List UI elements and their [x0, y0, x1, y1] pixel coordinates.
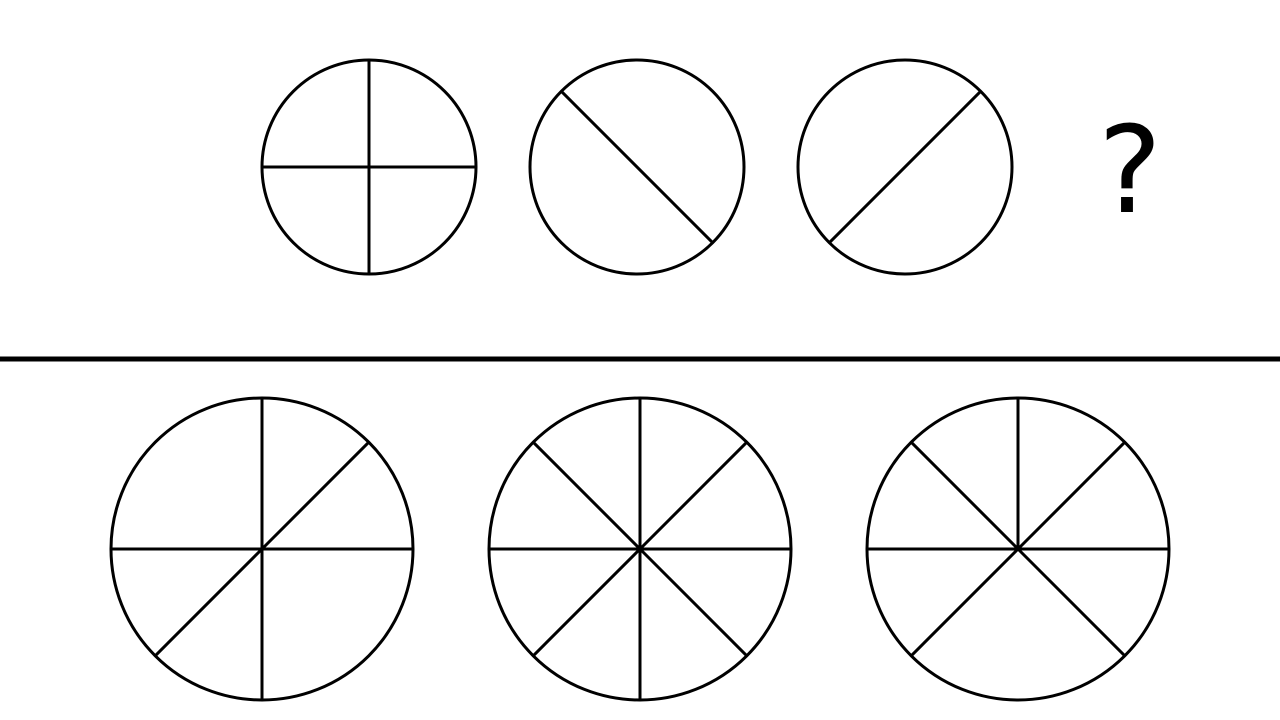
sequence-segment-diagonal-down — [560, 90, 714, 244]
option-spoke — [260, 441, 370, 551]
answer-option-2[interactable] — [487, 396, 793, 702]
sequence-circle — [528, 58, 746, 276]
answer-options-row — [109, 396, 1171, 702]
sequence-segment-diagonal-up — [828, 90, 982, 244]
option-spoke — [1016, 547, 1126, 657]
option-spoke — [532, 547, 642, 657]
answer-option-1[interactable] — [109, 396, 415, 702]
sequence-figure-2 — [528, 58, 746, 276]
question-mark: ? — [1098, 102, 1162, 241]
option-spoke — [910, 547, 1020, 657]
answer-option-3[interactable] — [865, 396, 1171, 702]
option-spoke — [532, 441, 642, 551]
sequence-circle — [796, 58, 1014, 276]
sequence-figure-1 — [260, 58, 478, 276]
option-spoke — [154, 547, 264, 657]
sequence-row — [260, 58, 1014, 276]
option-spoke — [1016, 441, 1126, 551]
option-spoke — [638, 547, 748, 657]
sequence-figure-3 — [796, 58, 1014, 276]
option-spoke — [910, 441, 1020, 551]
option-spoke — [638, 441, 748, 551]
